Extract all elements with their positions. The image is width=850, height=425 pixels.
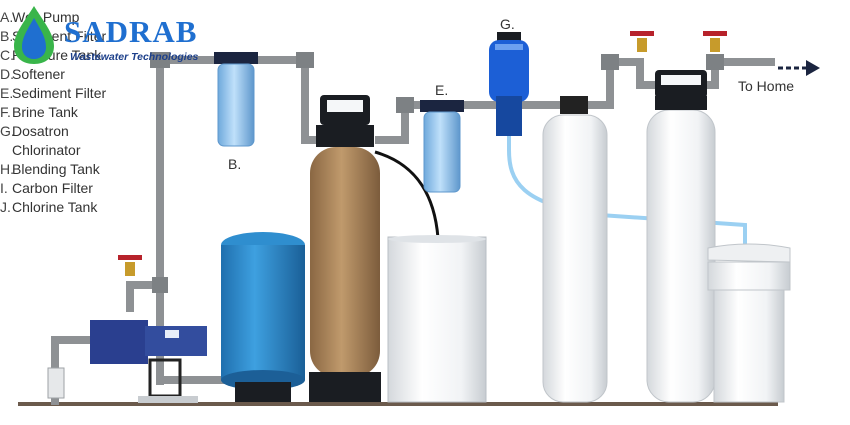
sadrab-logo: SADRAB Wastewater Technologies bbox=[6, 4, 236, 68]
legend-text: Chlorinator bbox=[12, 142, 81, 158]
pressure-tank bbox=[221, 232, 305, 402]
brine-tank bbox=[387, 235, 487, 403]
brand-tagline: Wastewater Technologies bbox=[70, 51, 199, 63]
legend-letter: H. bbox=[0, 161, 14, 177]
legend-text: Blending Tank bbox=[12, 161, 100, 177]
legend-text: Softener bbox=[12, 66, 65, 82]
chlorine-tank bbox=[707, 243, 791, 403]
arrow-right-icon bbox=[778, 60, 820, 76]
legend-item: F.Brine Tank bbox=[0, 103, 78, 121]
legend-letter: A. bbox=[0, 9, 14, 25]
sediment-filter-b bbox=[214, 52, 258, 147]
legend-letter: C. bbox=[0, 47, 14, 63]
well-pump bbox=[47, 320, 207, 403]
valve-icon bbox=[118, 31, 727, 276]
legend-letter: F. bbox=[0, 104, 11, 120]
legend-letter: I. bbox=[0, 180, 8, 196]
legend-item: J.Chlorine Tank bbox=[0, 198, 97, 216]
water-softener bbox=[309, 95, 440, 402]
legend-text: Brine Tank bbox=[12, 104, 78, 120]
label-g: G. bbox=[500, 16, 515, 32]
legend-item: E.Sediment Filter bbox=[0, 84, 106, 102]
legend-text: Dosatron bbox=[12, 123, 69, 139]
label-b: B. bbox=[228, 156, 242, 172]
legend-text: Chlorine Tank bbox=[12, 199, 98, 215]
sediment-filter-e bbox=[420, 100, 464, 193]
legend-letter: J. bbox=[0, 199, 11, 215]
legend-text: Carbon Filter bbox=[12, 180, 93, 196]
brand-name: SADRAB bbox=[64, 14, 198, 49]
water-drop-icon bbox=[14, 6, 54, 64]
blending-tank bbox=[542, 114, 608, 403]
legend-item: Chlorinator bbox=[0, 141, 80, 159]
legend-item: D.Softener bbox=[0, 65, 65, 83]
label-e: E. bbox=[435, 82, 449, 98]
pipe-joints bbox=[150, 52, 724, 293]
legend-item: H.Blending Tank bbox=[0, 160, 100, 178]
legend-letter: G. bbox=[0, 123, 15, 139]
legend-item: I.Carbon Filter bbox=[0, 179, 93, 197]
legend-text: Sediment Filter bbox=[12, 85, 107, 101]
legend-letter: D. bbox=[0, 66, 14, 82]
floor-line bbox=[18, 402, 778, 406]
label-to-home: To Home bbox=[738, 78, 795, 94]
legend-item: G.Dosatron bbox=[0, 122, 69, 140]
carbon-filter bbox=[646, 70, 716, 403]
legend-letter: B. bbox=[0, 28, 14, 44]
legend-letter: E. bbox=[0, 85, 14, 101]
